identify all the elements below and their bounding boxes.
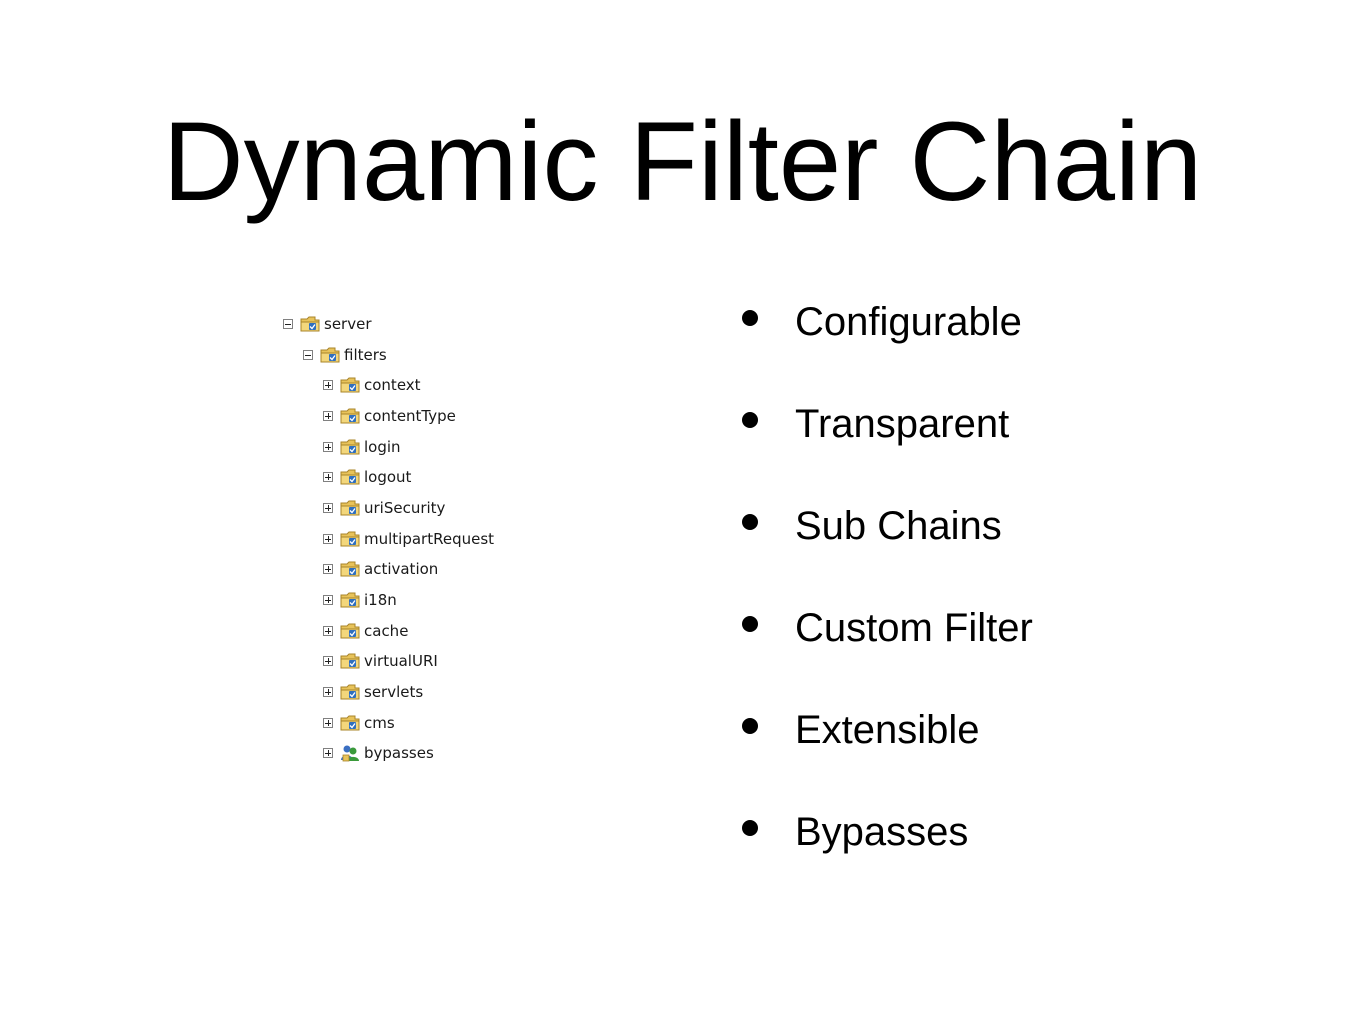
folder-icon: [340, 653, 360, 669]
tree-node-activation[interactable]: activation: [323, 554, 438, 584]
tree-node-login[interactable]: login: [323, 432, 401, 462]
tree-node-multipartRequest[interactable]: multipartRequest: [323, 524, 494, 554]
folder-icon: [340, 439, 360, 455]
tree-node-label: context: [364, 376, 421, 394]
tree-node-server[interactable]: server: [283, 309, 371, 339]
tree-node-virtualURI[interactable]: virtualURI: [323, 646, 438, 676]
tree-node-label: server: [324, 315, 372, 333]
expand-toggle-icon[interactable]: [323, 472, 333, 482]
tree-node-cms[interactable]: cms: [323, 708, 395, 738]
tree-node-servlets[interactable]: servlets: [323, 677, 423, 707]
tree-node-label: uriSecurity: [364, 499, 446, 517]
expand-toggle-icon[interactable]: [323, 748, 333, 758]
bullet-item: Configurable: [742, 292, 1302, 394]
tree-node-label: cms: [364, 714, 395, 732]
expand-toggle-icon[interactable]: [323, 626, 333, 636]
bullet-text: Bypasses: [795, 810, 969, 854]
tree-node-label: contentType: [364, 407, 456, 425]
bullet-text: Configurable: [795, 300, 1022, 344]
bullet-icon: [742, 514, 758, 530]
bullet-item: Sub Chains: [742, 496, 1302, 598]
bullet-icon: [742, 616, 758, 632]
tree-node-label: virtualURI: [364, 652, 438, 670]
tree-node-contentType[interactable]: contentType: [323, 401, 456, 431]
bullet-text: Sub Chains: [795, 504, 1002, 548]
folder-icon: [340, 592, 360, 608]
bullet-item: Bypasses: [742, 802, 1302, 904]
tree-node-label: servlets: [364, 683, 424, 701]
tree-node-label: activation: [364, 560, 439, 578]
folder-icon: [300, 316, 320, 332]
tree-node-context[interactable]: context: [323, 370, 421, 400]
tree-node-logout[interactable]: logout: [323, 462, 411, 492]
expand-toggle-icon[interactable]: [323, 411, 333, 421]
expand-toggle-icon[interactable]: [323, 687, 333, 697]
expand-toggle-icon[interactable]: [323, 503, 333, 513]
tree-node-label: filters: [344, 346, 387, 364]
tree-node-cache[interactable]: cache: [323, 616, 408, 646]
expand-toggle-icon[interactable]: [323, 442, 333, 452]
feature-bullet-list: Configurable Transparent Sub Chains Cust…: [742, 292, 1302, 904]
folder-icon: [340, 469, 360, 485]
bullet-icon: [742, 310, 758, 326]
expand-toggle-icon[interactable]: [323, 718, 333, 728]
folder-icon: [340, 531, 360, 547]
tree-node-i18n[interactable]: i18n: [323, 585, 397, 615]
bullet-text: Transparent: [795, 402, 1010, 446]
folder-icon: [340, 408, 360, 424]
bullet-text: Custom Filter: [795, 606, 1033, 650]
users-icon: [341, 745, 359, 762]
expand-toggle-icon[interactable]: [323, 534, 333, 544]
folder-icon: [340, 500, 360, 516]
expand-toggle-icon[interactable]: [323, 380, 333, 390]
collapse-toggle-icon[interactable]: [283, 319, 293, 329]
folder-icon: [340, 715, 360, 731]
bullet-item: Extensible: [742, 700, 1302, 802]
tree-node-label: cache: [364, 622, 409, 640]
tree-node-filters[interactable]: filters: [303, 340, 387, 370]
folder-icon: [340, 623, 360, 639]
folder-icon: [320, 347, 340, 363]
bullet-item: Custom Filter: [742, 598, 1302, 700]
tree-node-bypasses[interactable]: bypasses: [323, 738, 434, 768]
tree-node-label: i18n: [364, 591, 397, 609]
bullet-icon: [742, 718, 758, 734]
bullet-text: Extensible: [795, 708, 980, 752]
slide-title: Dynamic Filter Chain: [162, 99, 1203, 224]
bullet-icon: [742, 412, 758, 428]
tree-node-uriSecurity[interactable]: uriSecurity: [323, 493, 445, 523]
expand-toggle-icon[interactable]: [323, 564, 333, 574]
collapse-toggle-icon[interactable]: [303, 350, 313, 360]
expand-toggle-icon[interactable]: [323, 595, 333, 605]
folder-icon: [340, 684, 360, 700]
tree-node-label: multipartRequest: [364, 530, 495, 548]
tree-node-label: logout: [364, 468, 412, 486]
folder-icon: [340, 377, 360, 393]
tree-node-label: bypasses: [364, 744, 434, 762]
expand-toggle-icon[interactable]: [323, 656, 333, 666]
bullet-item: Transparent: [742, 394, 1302, 496]
bullet-icon: [742, 820, 758, 836]
folder-icon: [340, 561, 360, 577]
tree-node-label: login: [364, 438, 401, 456]
